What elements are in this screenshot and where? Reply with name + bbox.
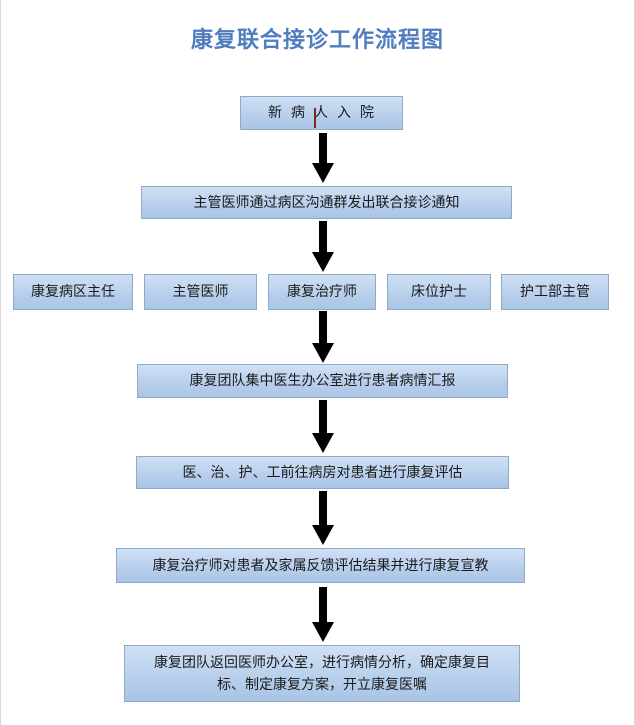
step-box-new-patient: 新病人入院 (240, 96, 403, 130)
arrow-down-1 (312, 133, 334, 183)
role-box-attending-physician: 主管医师 (144, 274, 257, 310)
step-box-ward-assessment: 医、治、护、工前往病房对患者进行康复评估 (136, 456, 509, 489)
step-box-notice: 主管医师通过病区沟通群发出联合接诊通知 (141, 186, 512, 219)
arrow-down-2 (312, 221, 334, 272)
role-box-ward-director: 康复病区主任 (13, 274, 133, 310)
role-box-rehab-therapist: 康复治疗师 (268, 274, 376, 310)
step-box-analysis-plan: 康复团队返回医师办公室，进行病情分析，确定康复目标、制定康复方案，开立康复医嘱 (124, 645, 520, 702)
arrow-down-5 (312, 491, 334, 545)
arrow-down-6 (312, 587, 334, 642)
text-cursor-mark (314, 108, 316, 128)
arrow-down-3 (312, 311, 334, 363)
role-box-caregiver-supervisor: 护工部主管 (501, 274, 609, 310)
frame-left-edge (0, 0, 1, 725)
arrow-down-4 (312, 400, 334, 453)
step-box-team-report: 康复团队集中医生办公室进行患者病情汇报 (137, 364, 508, 398)
diagram-title: 康复联合接诊工作流程图 (190, 27, 444, 53)
role-box-bed-nurse: 床位护士 (387, 274, 491, 310)
step-box-feedback-education: 康复治疗师对患者及家属反馈评估结果并进行康复宣教 (116, 548, 525, 583)
